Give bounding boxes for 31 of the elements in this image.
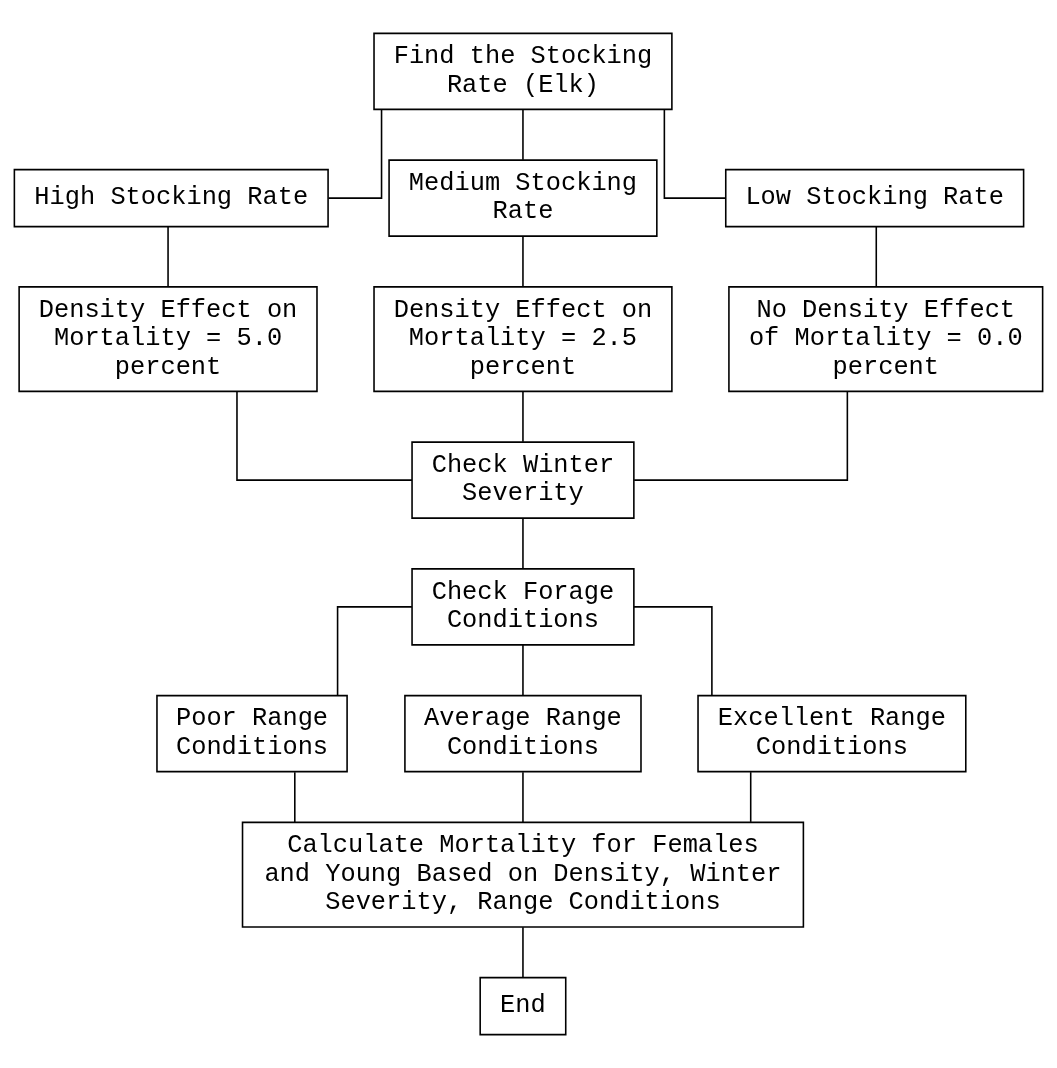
connector bbox=[327, 108, 383, 199]
connector bbox=[522, 644, 524, 696]
connector bbox=[522, 517, 524, 570]
node-box: Check Winter Severity bbox=[411, 441, 635, 519]
node-box: Medium Stocking Rate bbox=[388, 159, 658, 237]
node-box: Density Effect on Mortality = 2.5 percent bbox=[373, 286, 673, 393]
node-box: No Density Effect of Mortality = 0.0 percent bbox=[728, 286, 1044, 393]
connector bbox=[294, 771, 296, 823]
connector bbox=[522, 771, 524, 823]
connector bbox=[633, 390, 849, 481]
connector bbox=[522, 108, 524, 161]
node-box: Average Range Conditions bbox=[404, 694, 642, 773]
connector bbox=[875, 225, 878, 288]
node-box: Low Stocking Rate bbox=[724, 168, 1025, 228]
node-box: Check Forage Conditions bbox=[411, 568, 635, 646]
node-box: Poor Range Conditions bbox=[156, 694, 348, 773]
connector bbox=[663, 108, 726, 199]
connector bbox=[633, 606, 713, 697]
node-box: End bbox=[479, 976, 567, 1036]
connector bbox=[236, 390, 413, 481]
connector bbox=[749, 771, 752, 823]
connector bbox=[522, 926, 524, 979]
node-box: High Stocking Rate bbox=[13, 168, 329, 228]
node-box: Calculate Mortality for Females and Young Based on Density, Winter Severity, Range Conditions bbox=[241, 821, 805, 928]
connector bbox=[336, 606, 413, 697]
connector bbox=[167, 225, 169, 288]
node-box: Density Effect on Mortality = 5.0 percent bbox=[18, 286, 318, 393]
node-box: Find the Stocking Rate (Elk) bbox=[373, 32, 673, 111]
node-box: Excellent Range Conditions bbox=[697, 694, 967, 773]
connector bbox=[522, 390, 524, 443]
connector bbox=[522, 235, 524, 288]
